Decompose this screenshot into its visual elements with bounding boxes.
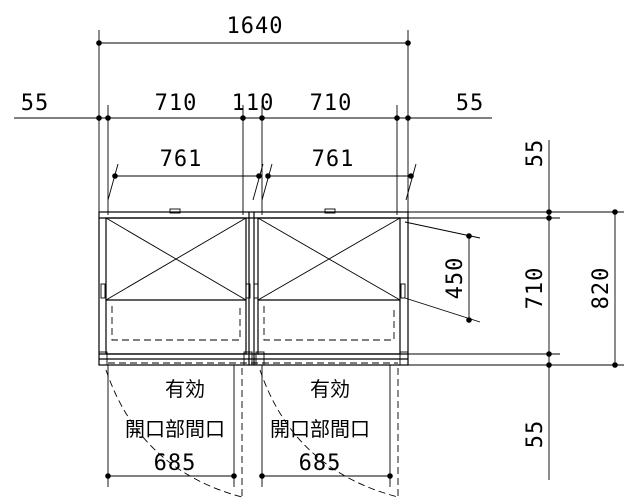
dim-overall-depth-label: 820 — [589, 267, 614, 310]
dim-right-side: 450 710 55 55 820 — [404, 139, 624, 480]
label-right-line1: 有効 — [310, 377, 350, 401]
dim-side-left-label: 55 — [21, 91, 50, 116]
label-left-value: 685 — [154, 451, 197, 476]
dim-clear-right-label: 761 — [312, 147, 355, 172]
dim-overall-width: 1640 — [96, 14, 411, 215]
dim-height-label: 710 — [523, 267, 548, 310]
dim-clear-left-label: 761 — [160, 147, 203, 172]
dim-bottom-margin-label: 55 — [523, 420, 548, 449]
label-left-line1: 有効 — [165, 377, 205, 401]
door-swing-left: 有効 開口部間口 685 — [105, 365, 243, 498]
dim-gap-label: 110 — [232, 91, 275, 116]
label-right-line2: 開口部間口 — [270, 417, 370, 441]
dim-inner-height-label: 450 — [443, 257, 468, 300]
label-left-line2: 開口部間口 — [125, 417, 225, 441]
dim-unit-right-label: 710 — [310, 91, 353, 116]
dim-top-margin-label: 55 — [523, 139, 548, 168]
dim-side-right-label: 55 — [456, 91, 485, 116]
cabinet-frame — [98, 208, 409, 366]
door-swing-right: 有効 開口部間口 685 — [259, 365, 399, 498]
dim-row-segments: 55 710 110 710 55 — [14, 91, 492, 215]
dim-clear-widths: 761 761 — [107, 147, 417, 201]
dim-unit-left-label: 710 — [155, 91, 198, 116]
label-right-value: 685 — [299, 451, 342, 476]
dim-overall-width-label: 1640 — [227, 14, 284, 39]
